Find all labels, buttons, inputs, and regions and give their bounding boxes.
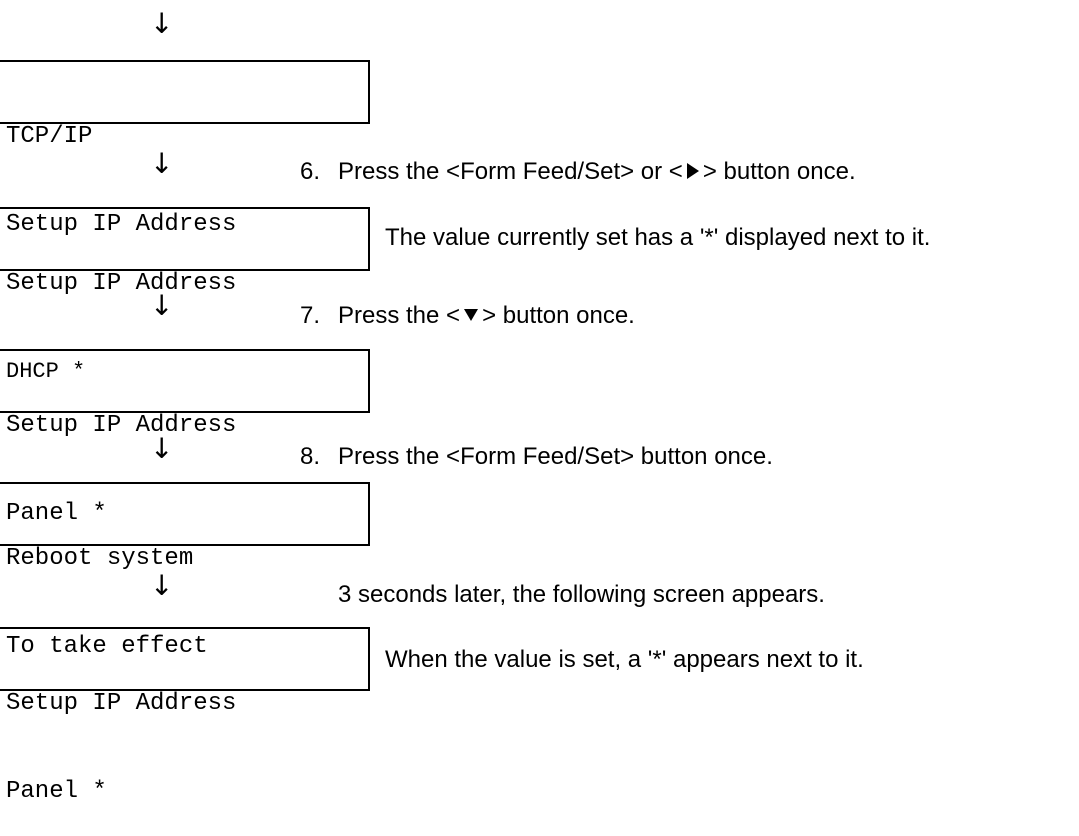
down-triangle-icon [464,309,479,321]
lcd-screen-panel-final: Setup IP Address Panel * [0,627,370,805]
down-arrow-icon: ↓ [150,569,174,602]
lcd-line-2: DHCP * [6,359,86,384]
step-text-pre: Press the <Form Feed/Set> or < [338,158,683,185]
down-arrow-icon: ↓ [150,432,174,465]
lcd-line-1: Setup IP Address [6,412,237,439]
down-arrow-icon: ↓ [150,289,174,322]
step-7: 7. Press the < > button once. [300,304,635,328]
lcd-line-1: Setup IP Address [6,690,237,717]
step-text: Press the <Form Feed/Set> button once. [338,443,773,470]
lcd-line-1: Reboot system [6,545,194,572]
lcd-screen-panel: Setup IP Address Panel * [0,349,370,527]
step-number: 6. [300,158,321,185]
step-text-post: > button once. [482,302,635,329]
step-number: 7. [300,302,321,329]
step-text-pre: Press the < [338,302,461,329]
step-number: 8. [300,443,321,470]
lcd-screen-reboot: Reboot system To take effect [0,482,370,660]
step-text-post: > button once. [702,158,856,185]
lcd-line-1: TCP/IP [6,123,93,150]
lcd-line-2: Setup IP Address [6,211,237,238]
note-value-set: When the value is set, a '*' appears nex… [385,646,864,673]
note-three-seconds: 3 seconds later, the following screen ap… [338,581,825,608]
lcd-screen-tcpip: TCP/IP Setup IP Address [0,60,370,238]
lcd-screen-dhcp: Setup IP Address DHCP * [0,207,370,384]
step-8: 8. Press the <Form Feed/Set> button once. [300,445,773,469]
lcd-line-2: Panel * [6,778,107,805]
right-triangle-icon [686,163,699,179]
down-arrow-icon: ↓ [150,147,174,180]
lcd-line-1: Setup IP Address [6,270,237,297]
lcd-line-2: Panel * [6,500,107,527]
note-current-value: The value currently set has a '*' displa… [385,224,931,251]
down-arrow-icon: ↓ [150,7,174,40]
lcd-line-2: To take effect [6,633,208,660]
step-6: 6. Press the <Form Feed/Set> or < > button… [300,160,856,184]
